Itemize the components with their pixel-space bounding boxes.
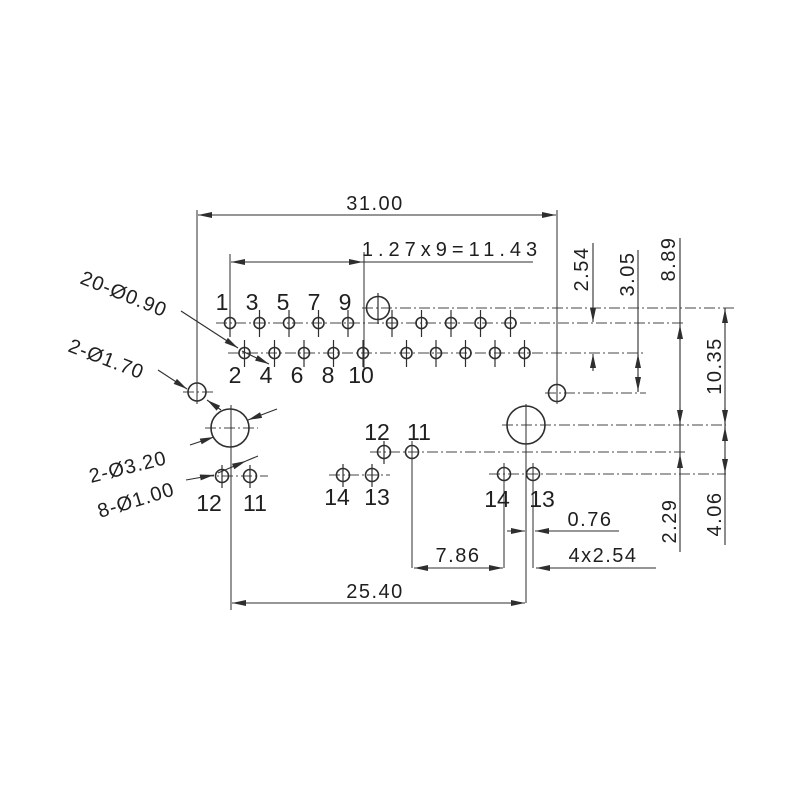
dim-center-offset: 0.76 [568,509,613,531]
leader-lines [157,310,278,481]
dim-mount-span: 25.40 [346,581,404,603]
dim-peg-span: 7.86 [436,545,481,567]
pin-label-right-13: 13 [529,486,555,512]
pin-number-labels: 1 3 5 7 9 2 4 6 8 10 12 11 14 13 12 11 1… [196,289,555,516]
pin-label-6: 6 [291,362,304,388]
dimension-lines [198,212,728,606]
holes [187,295,567,484]
dim-peg-row-offset: 2.29 [659,499,681,544]
pin-label-right-14: 14 [484,486,510,512]
dim-row-spacing: 2.54 [571,247,593,292]
extension-lines [196,210,558,610]
pin-label-9: 9 [339,289,352,315]
dim-overall-width: 31.00 [346,193,404,215]
pin-label-7: 7 [308,289,321,315]
dim-peg-pitch: 4x2.54 [568,545,637,567]
mount-hole-left [210,408,250,448]
pin-label-mid-13: 13 [364,484,390,510]
dim-shell-drop: 8.89 [658,237,680,282]
dimension-labels: 31.00 1.27x9=11.43 2.54 3.05 8.89 10.35 … [346,193,726,603]
pin-label-8: 8 [322,362,335,388]
pin-label-10: 10 [348,362,374,388]
pin-label-4: 4 [260,362,273,388]
dim-mount-drop: 10.35 [704,337,726,395]
dim-pin-pitch-span: 1.27x9=11.43 [362,239,542,261]
pin-label-1: 1 [216,289,229,315]
pin-label-left-12: 12 [196,490,222,516]
pin-label-2: 2 [229,362,242,388]
callout-guide-holes: 2-Ø1.70 [65,335,147,384]
pin-label-mid-14: 14 [324,484,350,510]
dim-peg-row-drop: 4.06 [704,492,726,537]
pin-label-mid-12: 12 [364,419,390,445]
hole-stems [221,293,526,488]
pin-label-5: 5 [277,289,290,315]
callout-mount-holes: 2-Ø3.20 [87,447,169,488]
pin-label-3: 3 [246,289,259,315]
callout-peg-holes: 8-Ø1.00 [95,479,177,523]
callout-labels: 20-Ø0.90 2-Ø1.70 2-Ø3.20 8-Ø1.00 [65,267,177,523]
pin-label-left-11: 11 [243,490,267,516]
callout-pin-holes: 20-Ø0.90 [77,267,170,322]
dim-guide-hole-offset: 3.05 [617,252,639,297]
pin-label-mid-11: 11 [407,419,431,445]
centerlines [183,307,736,477]
